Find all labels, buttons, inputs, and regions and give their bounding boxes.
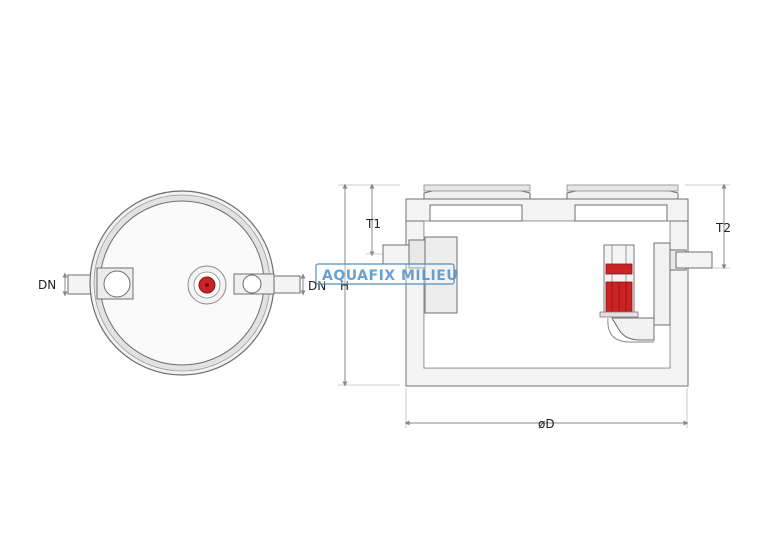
- manhole-left-rim: [423, 184, 531, 192]
- diameter-label: øD: [538, 417, 555, 431]
- outlet-elbow-curve: [607, 317, 654, 343]
- top-view: DN DN: [38, 190, 326, 376]
- inlet-opening-top: [103, 270, 131, 298]
- outlet-riser-side: [653, 242, 671, 326]
- side-view: H T1 T2 øD: [338, 183, 731, 431]
- filter-media-upper: [605, 263, 633, 275]
- inlet-baffle-side: [424, 236, 458, 314]
- filter-base-plate: [599, 311, 639, 318]
- filter-center-dot: [205, 283, 209, 287]
- manhole-right-rim: [566, 184, 679, 192]
- inlet-pipe-side: [382, 244, 410, 265]
- dn-right-label: DN: [308, 279, 326, 293]
- height-label: H: [340, 279, 349, 293]
- t1-label: T1: [365, 217, 381, 231]
- outlet-pipe-top: [273, 275, 301, 294]
- manhole-left-neck: [429, 204, 523, 222]
- outlet-opening-top: [242, 274, 262, 294]
- manhole-right-neck: [574, 204, 668, 222]
- watermark-text: AQUAFIX MILIEU: [322, 268, 458, 284]
- outlet-elbow-side: [611, 317, 655, 341]
- t2-label: T2: [715, 221, 731, 235]
- dn-left-label: DN: [38, 278, 56, 292]
- watermark-frame: [315, 263, 455, 285]
- outlet-pipe-side: [675, 251, 713, 269]
- watermark: AQUAFIX MILIEU: [315, 263, 458, 285]
